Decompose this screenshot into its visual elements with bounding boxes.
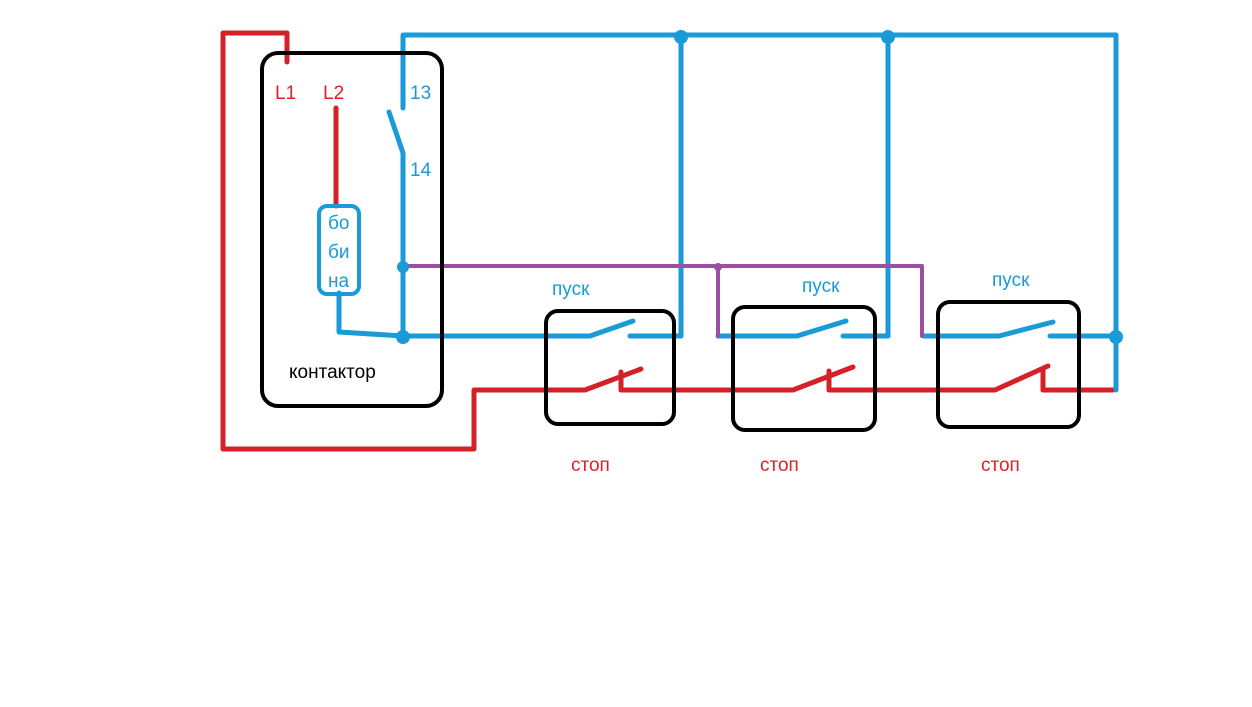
- stop-label-3: стоп: [981, 455, 1020, 476]
- terminal-14-label: 14: [410, 160, 432, 181]
- phase-wires: [220, 30, 1116, 452]
- junctions: [396, 30, 1123, 344]
- start-contact-3: [996, 319, 1119, 339]
- coil-return-wire: [336, 290, 406, 339]
- coil-box: [317, 204, 361, 296]
- junction-dot: [396, 330, 410, 344]
- start-contact-2: [794, 318, 891, 339]
- junction-dot: [397, 261, 409, 273]
- coil-label-line-1: бо: [328, 213, 349, 234]
- aux-contact-13-14: [386, 109, 406, 156]
- stop-contact-2: [790, 364, 856, 393]
- terminal-l2-label: L2: [323, 83, 344, 104]
- control-wires: [336, 32, 1119, 393]
- stop-contact-1: [582, 366, 644, 393]
- top-bus: [400, 32, 1119, 393]
- junction-dot: [714, 263, 722, 271]
- stop-label-1: стоп: [571, 455, 610, 476]
- button-box-1: [544, 309, 676, 426]
- l1-feed-wire: [220, 30, 588, 452]
- start-label-1: пуск: [552, 279, 590, 300]
- start-label-3: пуск: [992, 270, 1030, 291]
- button-box-3: [936, 300, 1081, 429]
- junction-dot: [1109, 330, 1123, 344]
- start-contact-1: [587, 318, 684, 339]
- terminal-l1-label: L1: [275, 83, 296, 104]
- junction-dot: [881, 30, 895, 44]
- stop-label-2: стоп: [760, 455, 799, 476]
- terminal-13-label: 13: [410, 83, 431, 104]
- link-wires: [401, 264, 924, 338]
- stop-contact-3: [992, 363, 1051, 393]
- junction-dot: [674, 30, 688, 44]
- purple-link: [401, 264, 924, 338]
- contactor-label: контактор: [289, 362, 376, 383]
- contactor-box: [260, 51, 444, 408]
- button-box-2: [731, 305, 877, 432]
- coil-label-line-3: на: [328, 271, 349, 292]
- start-label-2: пуск: [802, 276, 840, 297]
- coil-label-line-2: би: [328, 242, 350, 263]
